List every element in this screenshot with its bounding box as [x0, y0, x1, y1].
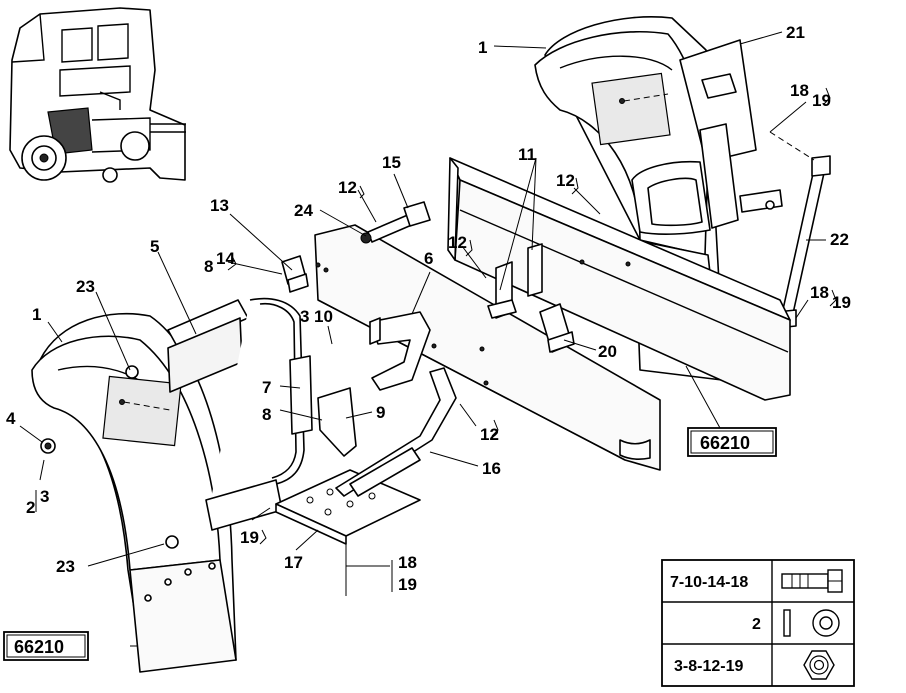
bracket-21: [631, 39, 783, 235]
callout-4: 4: [6, 409, 16, 428]
legend-row-2-label: 2: [752, 616, 761, 633]
callout-20: 20: [598, 342, 617, 361]
callout-6: 6: [424, 249, 433, 268]
callout-labels: 1 21 18 19 11 12 15 12 24 13 12 22 5 8 1…: [6, 23, 851, 594]
fastener-legend: 7-10-14-18 2 3-8-12-19: [661, 559, 855, 687]
callout-15: 15: [382, 153, 401, 172]
callout-22: 22: [830, 230, 849, 249]
callout-10: 10: [314, 307, 333, 326]
stay-22: [775, 155, 831, 329]
callout-3-b: 3: [40, 487, 49, 506]
callout-18-right: 18: [810, 283, 829, 302]
callout-13: 13: [210, 196, 229, 215]
callout-11: 11: [518, 145, 536, 164]
chassis-frame: [314, 157, 791, 471]
nut-icon: [803, 650, 835, 680]
callout-1-top: 1: [478, 38, 487, 57]
callout-3-a: 3: [300, 307, 309, 326]
washer-icon: [783, 609, 840, 637]
callout-8-b: 8: [262, 405, 271, 424]
bolt-15: [360, 201, 431, 244]
callout-14: 14: [216, 249, 235, 268]
callout-12-c: 12: [448, 233, 467, 252]
callout-19-right: 19: [832, 293, 851, 312]
callout-9: 9: [376, 403, 385, 422]
callout-12-d: 12: [480, 425, 499, 444]
bracket-5-frame: [167, 297, 313, 531]
mudguard-left: [31, 312, 237, 673]
plate-17: [275, 469, 421, 545]
ref-label-right: 66210: [700, 433, 750, 453]
bracket-9: [317, 387, 357, 457]
legend-row-1-label: 7-10-14-18: [670, 574, 748, 591]
ref-label-left: 66210: [14, 637, 64, 657]
callout-17: 17: [284, 553, 303, 572]
ref-box-left: 66210: [3, 631, 89, 661]
callout-5: 5: [150, 237, 159, 256]
callout-19-top: 19: [812, 91, 831, 110]
callout-23-bottom: 23: [56, 557, 75, 576]
truck-thumbnail: [9, 7, 186, 183]
legend-row-3-label: 3-8-12-19: [674, 658, 743, 675]
leader-lines: [19, 31, 826, 647]
callout-18-bottom: 18: [398, 553, 417, 572]
callout-24: 24: [294, 201, 313, 220]
callout-brackets: [35, 87, 837, 592]
bracket-16: [335, 367, 457, 497]
callout-12-a: 12: [556, 171, 575, 190]
callout-7: 7: [262, 378, 271, 397]
callout-19-bottom2: 19: [398, 575, 417, 594]
callout-1-left: 1: [32, 305, 41, 324]
part-13: [281, 255, 309, 293]
bolt-icon: [781, 569, 843, 593]
callout-16: 16: [482, 459, 501, 478]
callout-18-top: 18: [790, 81, 809, 100]
callout-21: 21: [786, 23, 805, 42]
bracket-6: [369, 311, 431, 391]
callout-19-bottom: 19: [240, 528, 259, 547]
ref-box-right: 66210: [687, 427, 777, 457]
nut-4: [40, 438, 56, 454]
callout-12-b: 12: [338, 178, 357, 197]
callout-8-a: 8: [204, 257, 213, 276]
bracket-11: [487, 243, 543, 319]
callout-23-top: 23: [76, 277, 95, 296]
callout-2: 2: [26, 498, 35, 517]
